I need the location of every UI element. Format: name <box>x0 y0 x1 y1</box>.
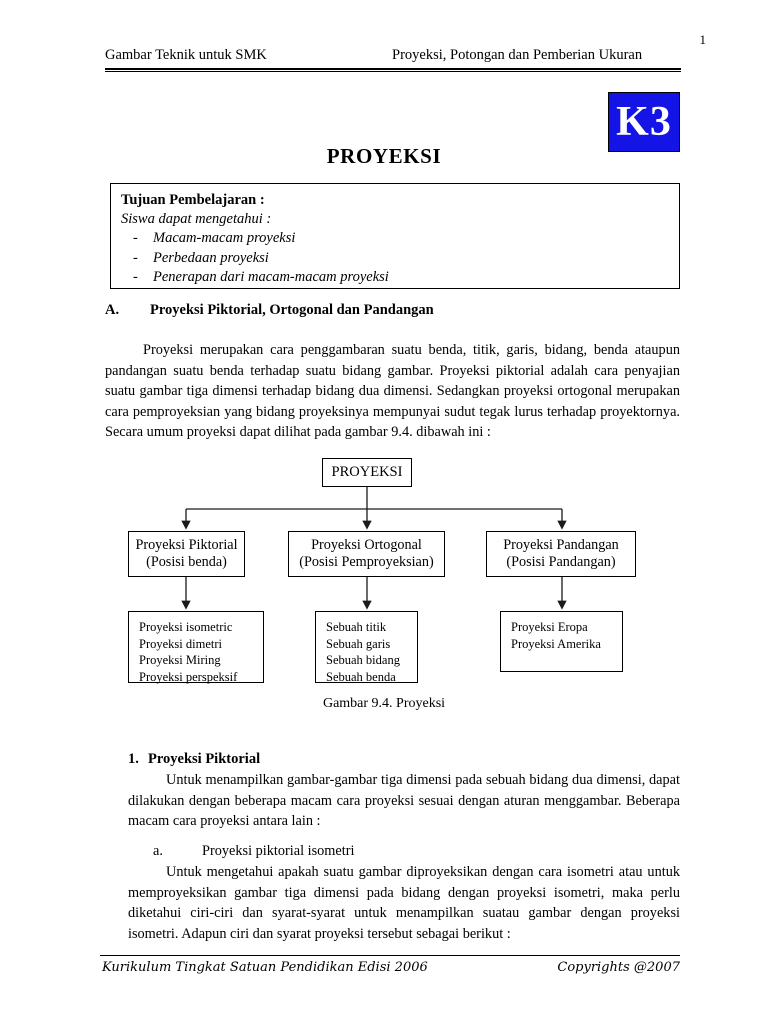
objectives-list: -Macam-macam proyeksi -Perbedaan proyeks… <box>121 229 679 288</box>
header-right-text: Proyeksi, Potongan dan Pemberian Ukuran <box>392 47 643 63</box>
page-number: 1 <box>699 32 707 47</box>
flowchart-leaf-piktorial-types: Proyeksi isometric Proyeksi dimetri Proy… <box>128 611 264 684</box>
node-label-line1: Proyeksi isometric <box>139 620 233 634</box>
footer-left-text: Kurikulum Tingkat Satuan Pendidikan Edis… <box>102 960 428 975</box>
bullet-dash-icon: - <box>133 249 138 266</box>
node-label-line2: (Posisi Pemproyeksian) <box>299 554 434 570</box>
node-label-line2: Proyeksi dimetri <box>139 636 222 651</box>
list-item-label: Macam-macam proyeksi <box>153 230 296 246</box>
node-label-line1: Proyeksi Ortogonal <box>311 536 422 553</box>
node-label-line3: Proyeksi Miring <box>139 653 221 667</box>
node-label-line1: Proyeksi Eropa <box>511 620 588 634</box>
footer-right-text: Copyrights @2007 <box>557 960 680 975</box>
section-a-title: Proyeksi Piktorial, Ortogonal dan Pandan… <box>150 302 434 318</box>
node-label-line4: Proyeksi perspeksif <box>139 669 238 684</box>
node-label-line2: (Posisi Pandangan) <box>506 554 616 570</box>
subsection-a-heading: a. Proyeksi piktorial isometri <box>153 843 354 860</box>
list-item-label: Perbedaan proyeksi <box>153 249 269 266</box>
node-label-line2: (Posisi benda) <box>146 554 227 570</box>
list-item: -Macam-macam proyeksi <box>121 229 679 249</box>
node-label-line3: Sebuah bidang <box>326 653 400 667</box>
flowchart-leaf-ortogonal-types: Sebuah titik Sebuah garis Sebuah bidang … <box>315 611 418 684</box>
node-label-line1: Proyeksi Pandangan <box>503 536 619 553</box>
node-label-line1: Proyeksi Piktorial <box>135 536 238 553</box>
page-title: PROYEKSI <box>326 144 442 168</box>
node-label-line2: Sebuah garis <box>326 636 391 651</box>
subsection-a-title: Proyeksi piktorial isometri <box>202 843 355 859</box>
section-a-heading: A. Proyeksi Piktorial, Ortogonal dan Pand… <box>105 302 434 319</box>
k3-logo: K3 <box>608 92 680 152</box>
objectives-heading: Tujuan Pembelajaran : <box>121 192 265 208</box>
header-left-text: Gambar Teknik untuk SMK <box>105 47 267 63</box>
learning-objectives-box: Tujuan Pembelajaran : Siswa dapat menget… <box>110 183 680 289</box>
subsection-a-letter: a. <box>153 843 163 859</box>
node-label-line2: Proyeksi Amerika <box>511 636 601 651</box>
node-label-line1: Sebuah titik <box>326 620 387 634</box>
figure-caption: Gambar 9.4. Proyeksi <box>322 696 446 711</box>
section-1-paragraph: Untuk menampilkan gambar-gambar tiga dim… <box>128 772 680 829</box>
flowchart-leaf-pandangan-types: Proyeksi Eropa Proyeksi Amerika <box>500 611 623 672</box>
flowchart-node-ortogonal: Proyeksi Ortogonal (Posisi Pemproyeksian… <box>288 531 445 577</box>
section-1-number: 1. <box>128 751 139 767</box>
flowchart-node-piktorial: Proyeksi Piktorial (Posisi benda) <box>128 531 245 577</box>
list-item-label: Penerapan dari macam-macam proyeksi <box>153 269 389 285</box>
flowchart-node-root: PROYEKSI <box>322 458 412 487</box>
page-header: Gambar Teknik untuk SMK Proyeksi, Potong… <box>105 47 680 67</box>
footer-divider <box>100 955 680 956</box>
page-footer: Kurikulum Tingkat Satuan Pendidikan Edis… <box>100 960 680 980</box>
section-1-heading: 1. Proyeksi Piktorial <box>128 751 260 768</box>
section-a-paragraph: Proyeksi merupakan cara penggambaran sua… <box>105 342 680 440</box>
list-item: -Perbedaan proyeksi <box>121 249 679 269</box>
section-a-letter: A. <box>105 302 120 318</box>
header-divider <box>105 68 681 72</box>
section-1-title: Proyeksi Piktorial <box>148 751 261 767</box>
list-item: -Penerapan dari macam-macam proyeksi <box>121 268 679 288</box>
subsection-a-paragraph: Untuk mengetahui apakah suatu gambar dip… <box>128 864 680 942</box>
bullet-dash-icon: - <box>133 230 138 246</box>
flowchart-node-pandangan: Proyeksi Pandangan (Posisi Pandangan) <box>486 531 636 577</box>
node-label: PROYEKSI <box>331 463 403 480</box>
objectives-subheading: Siswa dapat mengetahui : <box>121 211 272 227</box>
node-label-line4: Sebuah benda <box>326 669 396 684</box>
bullet-dash-icon: - <box>133 269 138 285</box>
